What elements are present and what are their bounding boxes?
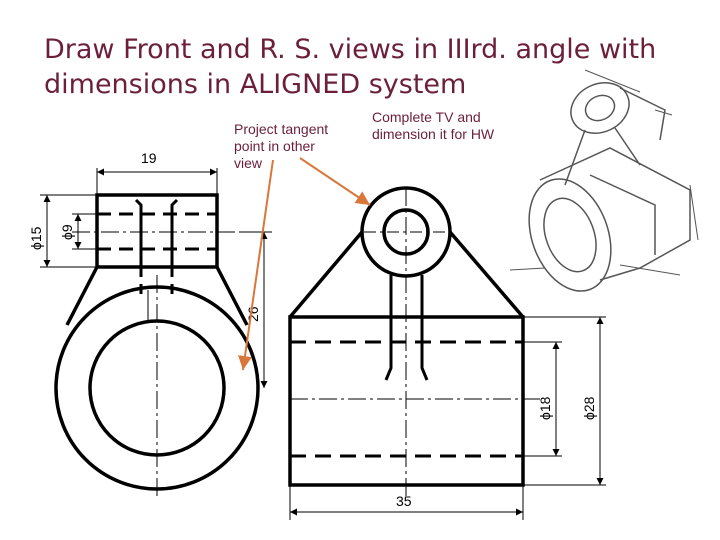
side-rib [420, 275, 429, 381]
title-line-1: Draw Front and R. S. views in IIIrd. ang… [44, 34, 657, 65]
tangent-note-line-1: Project tangent [234, 121, 329, 137]
homework-note-line-1: Complete TV and [372, 109, 481, 125]
dim-inner-diameter-left: ϕ9 [59, 213, 97, 250]
dim-width-bottom-label: 35 [396, 493, 412, 509]
iso-cylinder-front [528, 178, 612, 292]
iso-boss-side [619, 87, 666, 141]
side-taper-line [288, 230, 364, 319]
side-view [288, 186, 540, 500]
iso-rib [614, 127, 641, 166]
iso-rib [564, 129, 586, 186]
tangent-note-line-2: point in other [234, 138, 315, 154]
dim-bore-diameter: ϕ18 [523, 341, 562, 457]
dim-outer-diameter-right-label: ϕ28 [581, 396, 597, 420]
homework-arrow [299, 157, 371, 206]
homework-note: Complete TV and dimension it for HW [372, 109, 494, 143]
dim-width-top: 19 [96, 150, 218, 195]
front-rib-line [170, 198, 179, 267]
tangent-arrow [238, 159, 274, 371]
dim-outer-diameter-right: ϕ28 [523, 316, 606, 486]
tangent-note-line-3: view [234, 155, 263, 171]
iso-boss-bore [584, 94, 616, 122]
front-rib-line [134, 198, 143, 267]
dim-height-label: 26 [245, 306, 261, 322]
dim-outer-diameter-left-label: ϕ15 [28, 226, 44, 250]
isometric-sketch [509, 69, 699, 292]
slide-title: Draw Front and R. S. views in IIIrd. ang… [44, 32, 684, 102]
tangent-note: Project tangent point in other view [234, 121, 328, 172]
dim-inner-diameter-left-label: ϕ9 [59, 224, 75, 240]
front-view [54, 193, 260, 500]
dim-outer-diameter-left: ϕ15 [28, 194, 97, 268]
side-taper-line [448, 230, 525, 319]
front-taper-line [215, 266, 249, 326]
dim-width-top-label: 19 [141, 150, 157, 166]
front-boss-block [95, 193, 219, 269]
iso-body-outline [539, 147, 691, 281]
title-line-2: dimensions in ALIGNED system [44, 69, 467, 100]
dim-bore-diameter-label: ϕ18 [537, 396, 553, 420]
iso-body-outline [589, 174, 656, 255]
dim-width-bottom: 35 [289, 485, 524, 520]
iso-boss-front [570, 82, 630, 134]
front-taper-line [65, 266, 99, 326]
dim-height: 26 [240, 231, 272, 388]
homework-note-line-2: dimension it for HW [372, 126, 495, 142]
iso-cylinder-bore [543, 197, 597, 273]
side-rib [384, 275, 393, 381]
